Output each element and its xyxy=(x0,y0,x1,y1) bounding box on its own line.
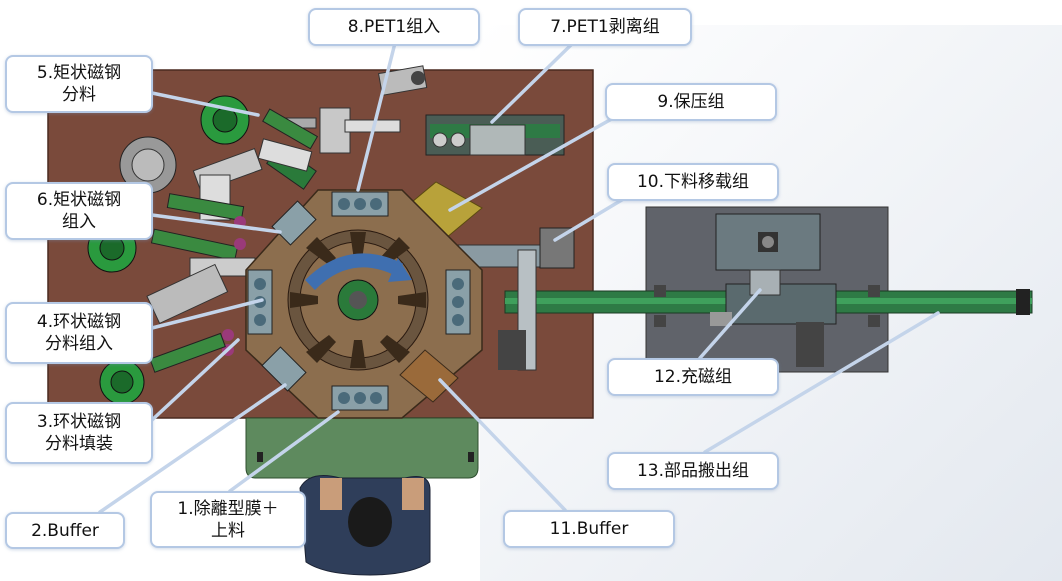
label-buffer-2: 2.Buffer xyxy=(5,512,125,549)
label-ring-magnet-insert: 4.环状磁钢 分料组入 xyxy=(5,302,153,364)
label-pet1-peel: 7.PET1剥离组 xyxy=(518,8,692,46)
label-parts-out: 13.部品搬出组 xyxy=(607,452,779,490)
label-unload-transfer: 10.下料移载组 xyxy=(607,163,779,201)
label-rect-magnet-feed: 5.矩状磁钢 分料 xyxy=(5,55,153,113)
operator-figure xyxy=(299,475,431,576)
label-pet1-insert: 8.PET1组入 xyxy=(308,8,480,46)
pet1-peeling-unit xyxy=(425,114,565,156)
rect-magnet-insert-arm xyxy=(166,138,313,222)
output-conveyor xyxy=(504,269,1033,367)
callout-lines xyxy=(98,41,940,514)
ring-magnet-feeder xyxy=(87,216,256,405)
operator-table xyxy=(245,417,479,479)
label-magnetize: 11.Buffer xyxy=(503,510,675,548)
label-ring-magnet-fill: 3.环状磁钢 分料填装 xyxy=(5,402,153,464)
label-unload-film-loading: 1.除離型膜＋ 上料 xyxy=(150,491,306,548)
label-charging: 12.充磁组 xyxy=(607,358,779,396)
rotary-turntable xyxy=(245,189,483,419)
label-rect-magnet-insert: 6.矩状磁钢 组入 xyxy=(5,182,153,240)
rect-magnet-feeder xyxy=(119,95,319,194)
label-pressure: 9.保压组 xyxy=(605,83,777,121)
